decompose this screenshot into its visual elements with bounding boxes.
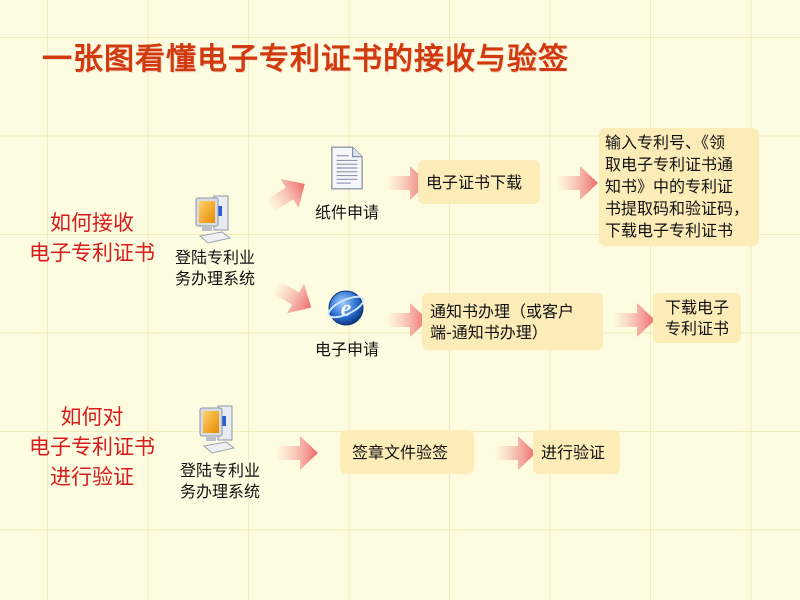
receive-question-line2: 电子专利证书 (29, 241, 155, 265)
login-system-label: 登陆专利业 务办理系统 (165, 247, 265, 289)
arrow-right-icon (556, 166, 598, 200)
step-text-line: 端-通知书办理） (430, 322, 548, 342)
paper-application-label: 纸件申请 (314, 203, 379, 222)
step-text: 签章文件验签 (352, 442, 449, 462)
step-text-line: 专利证书 (664, 319, 729, 338)
receive-question: 如何接收 电子专利证书 (22, 208, 162, 268)
login-label-line2: 务办理系统 (179, 482, 260, 501)
arrow-down-right-icon (266, 272, 319, 322)
login-label-line2: 务办理系统 (174, 269, 255, 288)
step-text-line: 下载电子专利证书 (605, 221, 734, 240)
arrow-right-icon (613, 303, 655, 337)
electronic-application-label: 电子申请 (314, 340, 379, 359)
login-label-line1: 登陆专利业 (174, 248, 255, 267)
step-notice-handling: 通知书办理（或客户 端-通知书办理） (422, 293, 603, 350)
verify-question-line1: 如何对 (60, 405, 124, 429)
computer-icon (192, 192, 236, 248)
document-icon (330, 146, 364, 190)
step-text: 电子证书下载 (426, 172, 523, 192)
ie-browser-icon (326, 288, 366, 328)
arrow-right-icon (494, 436, 536, 470)
step-certificate-download: 电子证书下载 (418, 160, 540, 204)
step-text: 进行验证 (541, 442, 606, 462)
verify-question-line2: 电子专利证书 (29, 435, 155, 459)
step-download-certificate: 下载电子 专利证书 (653, 293, 741, 343)
step-text-line: 通知书办理（或客户 (430, 301, 575, 321)
verify-question: 如何对 电子专利证书 进行验证 (22, 402, 162, 492)
page-title: 一张图看懂电子专利证书的接收与验签 (42, 42, 569, 77)
login-system-label: 登陆专利业 务办理系统 (170, 460, 270, 502)
computer-icon (196, 402, 240, 458)
step-perform-verification: 进行验证 (533, 430, 620, 474)
receive-question-line1: 如何接收 (50, 211, 134, 235)
arrow-right-icon (276, 436, 318, 470)
login-label-line1: 登陆专利业 (179, 461, 260, 480)
step-text-line: 取电子专利证书通 (605, 155, 734, 174)
step-text-line: 知书》中的专利证 (605, 177, 734, 196)
step-text-line: 输入专利号、《领 (605, 133, 726, 152)
step-text-line: 下载电子 (664, 298, 729, 317)
step-enter-codes: 输入专利号、《领 取电子专利证书通 知书》中的专利证 书提取码和验证码， 下载电… (599, 128, 759, 246)
step-signature-verify: 签章文件验签 (340, 430, 474, 474)
verify-question-line3: 进行验证 (50, 465, 134, 489)
step-text-line: 书提取码和验证码， (605, 199, 750, 218)
